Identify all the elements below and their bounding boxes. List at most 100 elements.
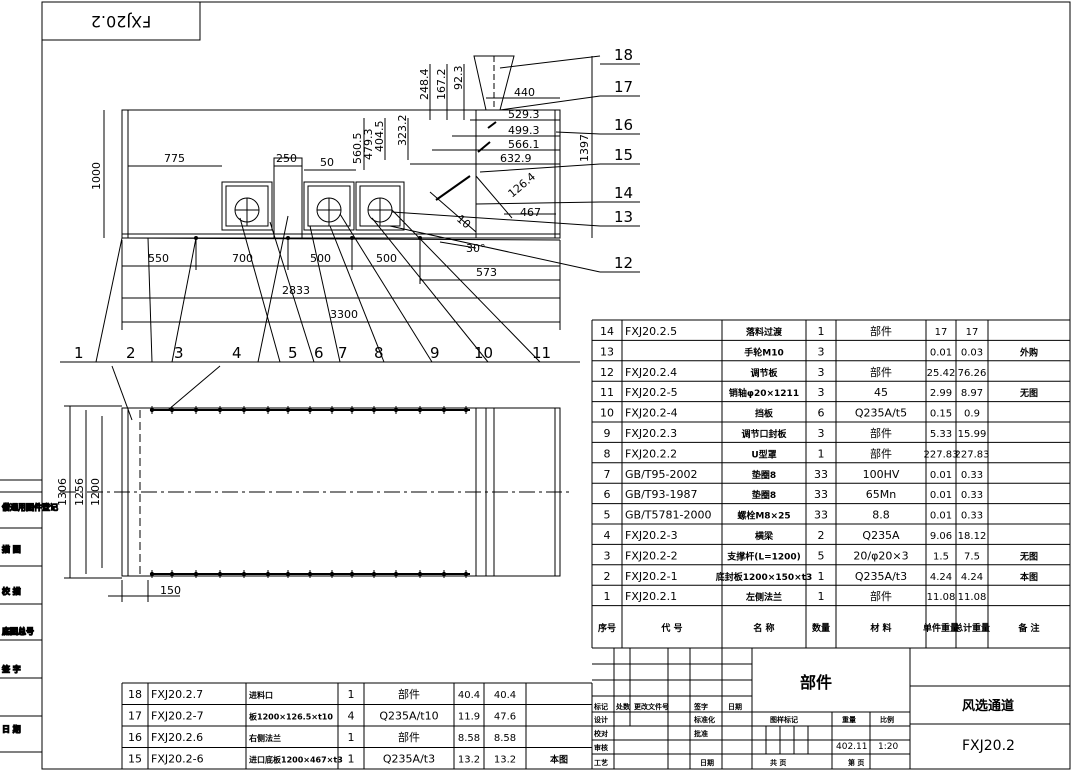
bom-header-seq: 序号 xyxy=(598,622,616,634)
bom-cell-code: GB/T95-2002 xyxy=(625,468,697,481)
bom-cell-total: 0.03 xyxy=(961,347,983,358)
bom-header-material: 材 料 xyxy=(869,622,891,634)
dim-126-4: 126.4 xyxy=(506,170,538,200)
strip-label: 底图总号 xyxy=(1,626,34,636)
dim-3300: 3300 xyxy=(330,308,358,321)
bolt-head xyxy=(169,571,175,577)
bom2-cell-seq: 15 xyxy=(128,753,142,766)
rev-label-date: 日期 xyxy=(728,702,742,711)
dim-560-5: 560.5 xyxy=(351,133,364,165)
bom-cell-code: FXJ20.2.2 xyxy=(625,447,677,460)
bolt-head xyxy=(441,407,447,413)
dim-529-3: 529.3 xyxy=(508,108,540,121)
bom2-cell-unit: 8.58 xyxy=(458,733,480,744)
bom2-cell-code: FXJ20.2-6 xyxy=(151,753,204,766)
bom-cell-unit: 0.01 xyxy=(930,347,952,358)
bom2-cell-code: FXJ20.2.7 xyxy=(151,688,203,701)
bom-cell-qty: 33 xyxy=(814,468,828,481)
bolt-head xyxy=(463,407,469,413)
title-block-text: 部件 风选通道 FXJ20.2 402.11 1:20 标记 处数 更改文件号 … xyxy=(593,673,1015,767)
bom-cell-seq: 11 xyxy=(600,386,614,399)
right-balloons: 18 17 16 15 14 13 12 xyxy=(614,46,633,272)
bolt-head xyxy=(241,571,247,577)
bom-cell-unit: 11.08 xyxy=(927,592,956,603)
bom-cell-note: 本图 xyxy=(1020,571,1038,583)
role-review: 审核 xyxy=(594,743,608,752)
bolt-head xyxy=(193,407,199,413)
rev-label-mark: 标记 xyxy=(593,702,608,711)
balloon-12: 12 xyxy=(614,254,633,272)
bom2-cell-material: Q235A/t10 xyxy=(379,710,438,723)
bom2-cell-total: 47.6 xyxy=(494,712,516,723)
bom2-cell-name: 板1200×126.5×t10 xyxy=(249,712,333,722)
bom-cell-seq: 12 xyxy=(600,366,614,379)
bom-cell-name: 销轴φ20×1211 xyxy=(729,387,799,399)
bom-cell-total: 0.9 xyxy=(964,409,980,420)
bom-cell-total: 0.33 xyxy=(961,470,983,481)
bom-cell-qty: 3 xyxy=(818,427,825,440)
bom2-cell-material: 部件 xyxy=(398,730,420,744)
bolt-head xyxy=(307,407,313,413)
bom-cell-note: 外购 xyxy=(1019,346,1038,358)
bom-cell-seq: 7 xyxy=(604,468,611,481)
bom-cell-unit: 0.15 xyxy=(930,409,952,420)
bom2-cell-name: 进口底板1200×467×t3 xyxy=(249,755,343,765)
bom-cell-unit: 25.42 xyxy=(927,368,956,379)
bom-cell-note: 无图 xyxy=(1019,551,1038,562)
bom-cell-material: 20/φ20×3 xyxy=(853,549,908,562)
bom2-cell-code: FXJ20.2-7 xyxy=(151,710,204,723)
scale-label: 比例 xyxy=(880,715,894,724)
bolt-head xyxy=(285,571,291,577)
bom-cell-material: Q235A xyxy=(862,529,900,542)
bom-cell-qty: 3 xyxy=(818,366,825,379)
code-stamp-box xyxy=(41,1,201,41)
dim-700: 700 xyxy=(232,252,253,265)
bolt-head xyxy=(265,571,271,577)
bom-cell-unit: 0.01 xyxy=(930,470,952,481)
bom2-cell-qty: 1 xyxy=(348,688,355,701)
balloon-2: 2 xyxy=(126,344,136,362)
bolt-head xyxy=(265,407,271,413)
balloon-9: 9 xyxy=(430,344,440,362)
bom-cell-code: GB/T5781-2000 xyxy=(625,509,711,522)
bom-header-name: 名 称 xyxy=(753,622,774,634)
bom-cell-name: 垫圈8 xyxy=(752,489,776,501)
balloon-11: 11 xyxy=(532,344,551,362)
bom-cell-total: 15.99 xyxy=(958,429,987,440)
bom-cell-unit: 227.83 xyxy=(924,449,959,460)
bom2-cell-unit: 11.9 xyxy=(458,712,480,723)
bom-cell-material: 部件 xyxy=(870,426,892,440)
balloon-14: 14 xyxy=(614,184,633,202)
bom-cell-qty: 2 xyxy=(818,529,825,542)
header-label: 部件 xyxy=(800,673,832,692)
strip-label: 借通用图件登记 xyxy=(1,502,58,512)
dim-167-2: 167.2 xyxy=(435,69,448,101)
dim-1000: 1000 xyxy=(90,162,103,190)
bom-cell-code: FXJ20.2-2 xyxy=(625,549,678,562)
adjust-box-3 xyxy=(355,181,405,231)
bom-cell-unit: 0.01 xyxy=(930,490,952,501)
dim-404-5: 404.5 xyxy=(373,121,386,153)
bom-cell-unit: 9.06 xyxy=(930,531,952,542)
bolt-head xyxy=(417,407,423,413)
channel-outline xyxy=(121,109,561,239)
front-view xyxy=(60,55,640,363)
dim-1397: 1397 xyxy=(578,134,591,162)
bom-cell-code: FXJ20.2-4 xyxy=(625,407,678,420)
balloon-17: 17 xyxy=(614,78,633,96)
bolt-head xyxy=(241,407,247,413)
dim-500-a: 500 xyxy=(310,252,331,265)
bottom-leaders xyxy=(60,209,580,363)
bolt-head xyxy=(417,571,423,577)
dim-499-3: 499.3 xyxy=(508,124,540,137)
mid-standard: 标准化 xyxy=(693,715,715,724)
bom-cell-qty: 3 xyxy=(818,345,825,358)
bolt-head xyxy=(441,571,447,577)
balloon-1: 1 xyxy=(74,344,84,362)
bolt-head xyxy=(149,571,155,577)
bottom-balloons: 1 2 3 4 5 6 7 8 9 10 11 xyxy=(74,344,551,362)
bom-cell-name: 支撑杆(L=1200) xyxy=(726,550,801,562)
dim-440: 440 xyxy=(514,86,535,99)
